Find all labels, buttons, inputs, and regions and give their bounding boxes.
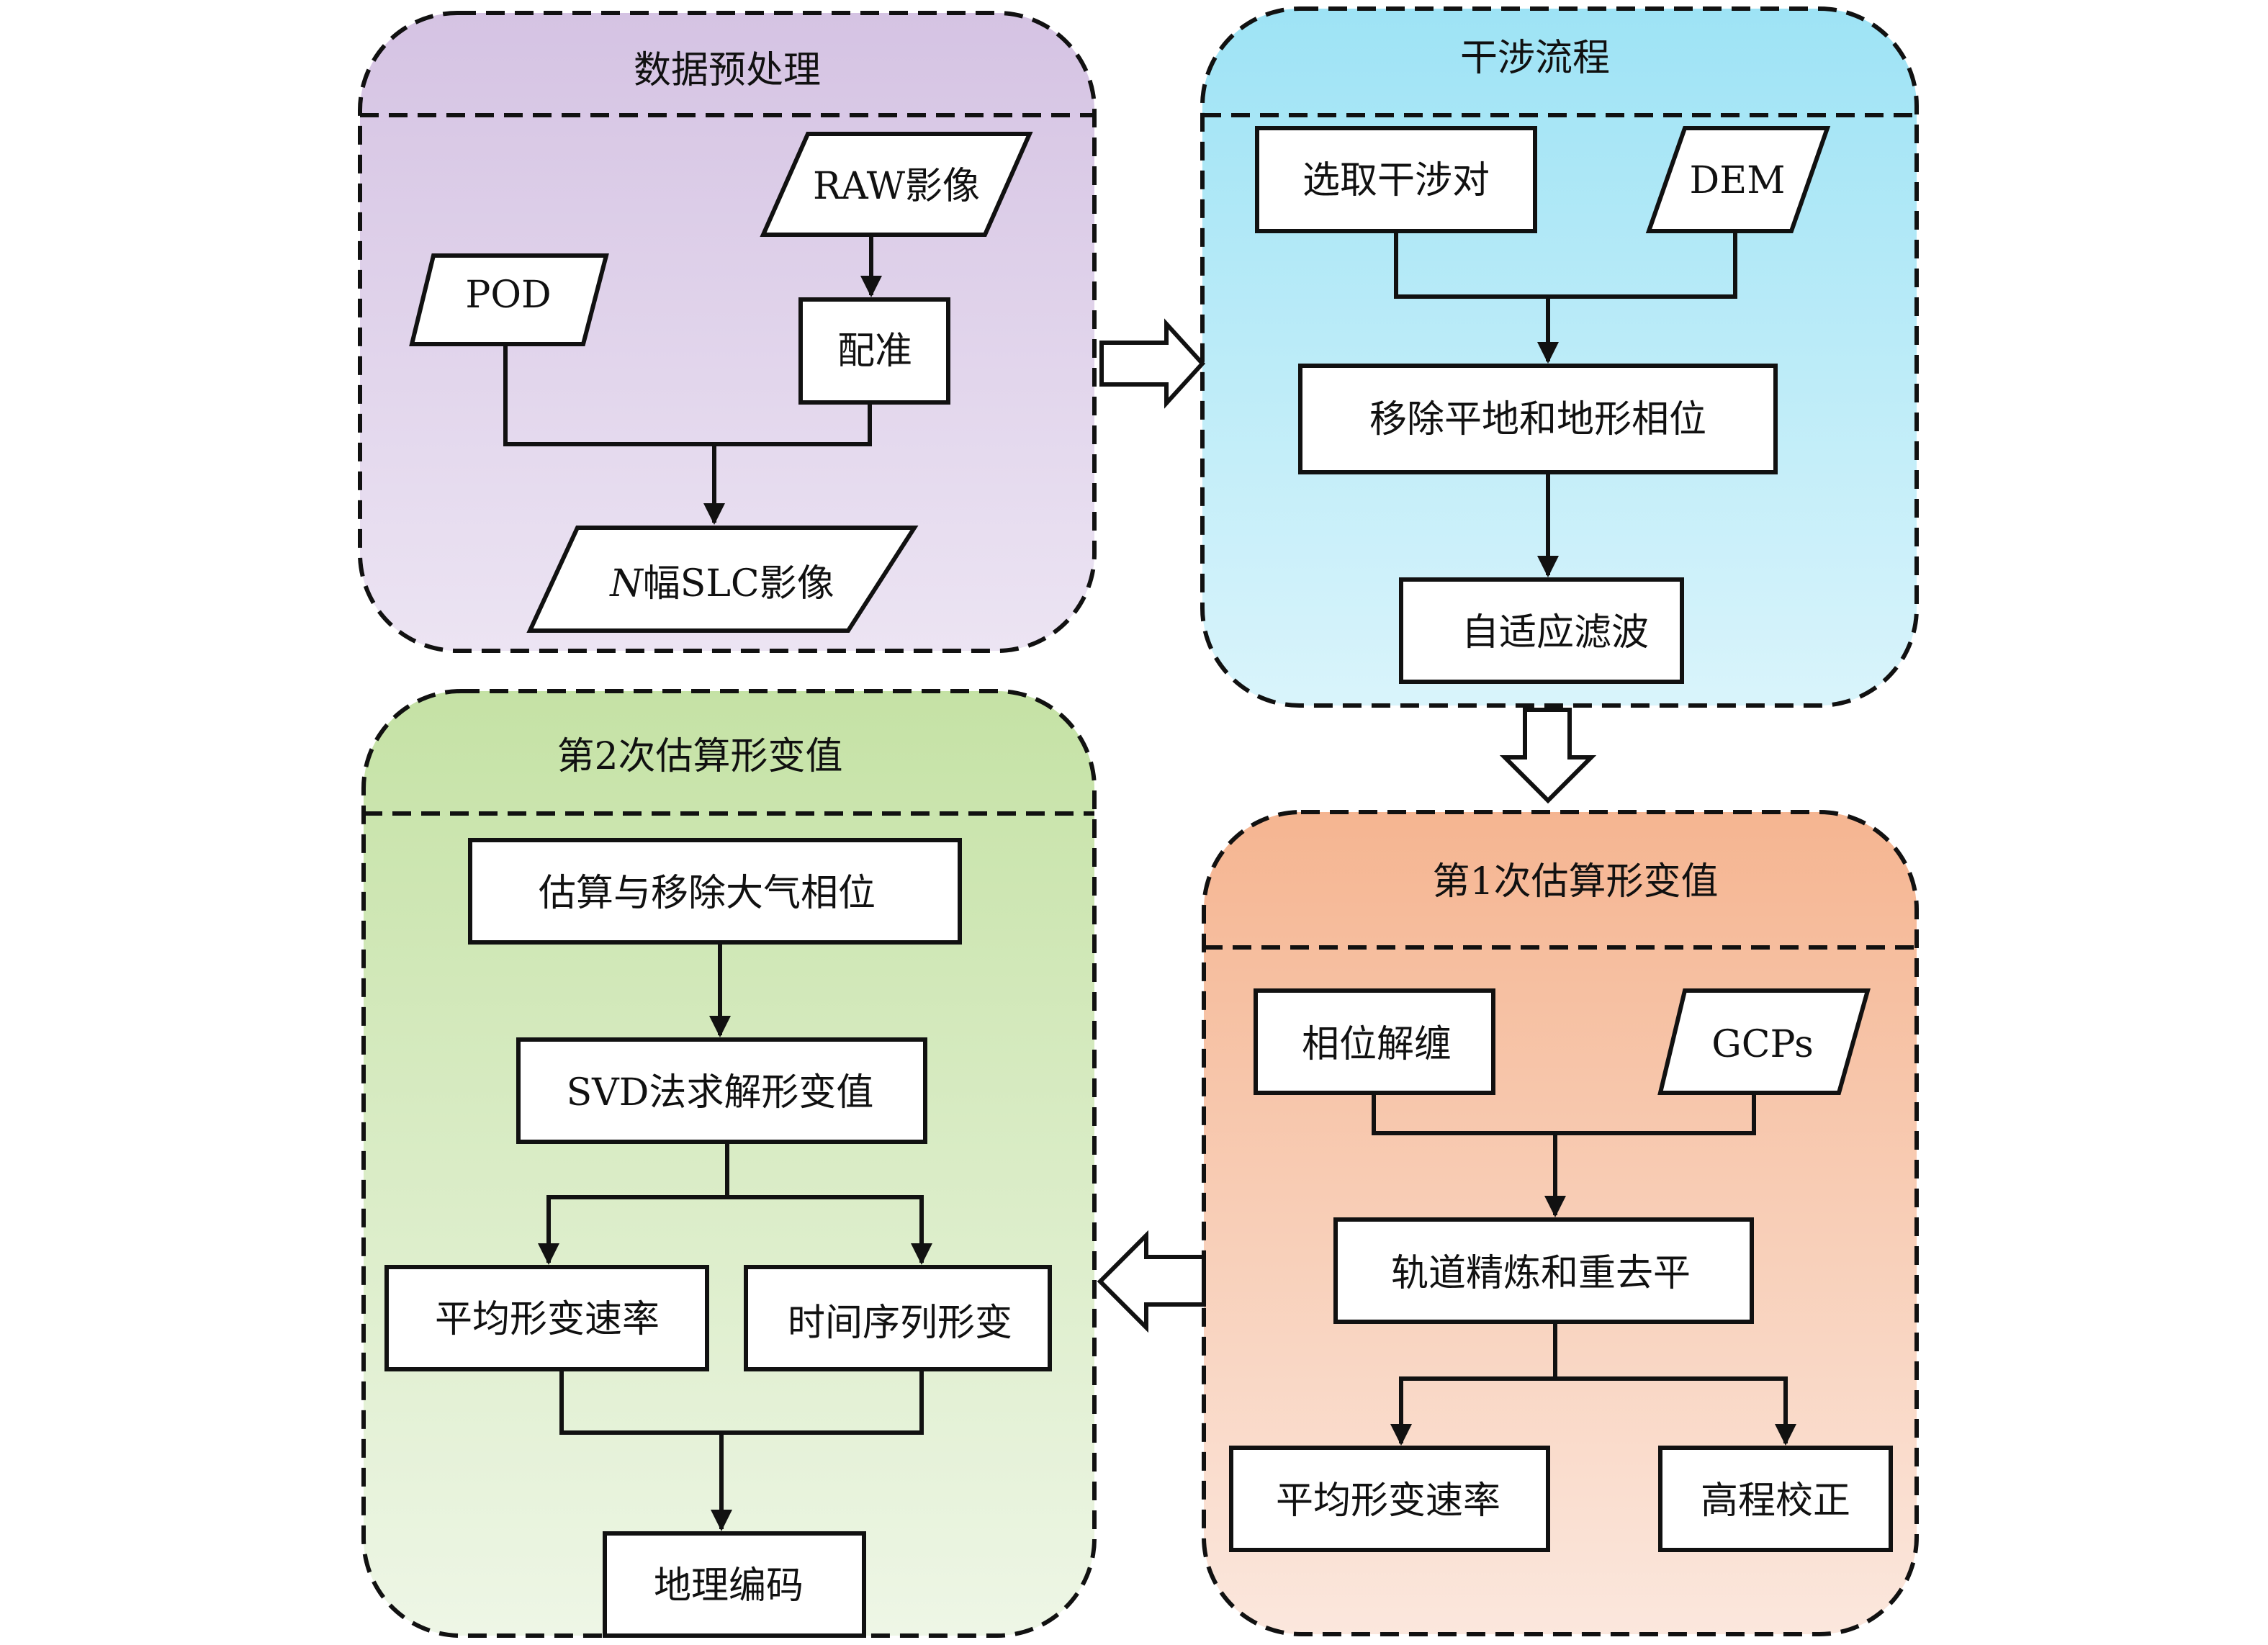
panel-first-estimate: 第1次估算形变值 相位解缠 GCPs 轨道精炼和重去平 平均形变速率 高程校正 bbox=[1202, 810, 1919, 1636]
gcps-node bbox=[1657, 988, 1871, 1095]
pod-register-merge-line bbox=[503, 344, 872, 446]
adaptive-filter-label: 自适应滤波 bbox=[1462, 611, 1649, 654]
block-arrow-right bbox=[1099, 318, 1206, 409]
adaptive-filter-node bbox=[1399, 577, 1684, 684]
select-pair-label: 选取干涉对 bbox=[1302, 159, 1490, 202]
dem-node bbox=[1645, 126, 1831, 233]
svd-to-time-series-arrow bbox=[727, 1195, 932, 1265]
raw-image-node bbox=[760, 132, 1033, 237]
panel-preprocess: 数据预处理 RAW影像 POD 配准 N幅SLC影像 bbox=[358, 11, 1097, 653]
pod-node bbox=[409, 253, 609, 346]
mean-rate-node-2 bbox=[384, 1265, 709, 1371]
remove-phase-label: 移除平地和地形相位 bbox=[1369, 398, 1706, 441]
panel-first-estimate-border bbox=[1202, 810, 1919, 1636]
slc-count-symbol: N bbox=[608, 562, 644, 605]
orbit-refine-node bbox=[1333, 1217, 1754, 1324]
panel-preprocess-border bbox=[358, 11, 1097, 653]
register-label: 配准 bbox=[837, 330, 912, 373]
block-arrow-down bbox=[1499, 708, 1597, 804]
time-series-node bbox=[744, 1265, 1052, 1371]
unwrap-label: 相位解缠 bbox=[1302, 1023, 1452, 1066]
slc-images-text: 幅SLC影像 bbox=[643, 562, 834, 605]
atmo-phase-node bbox=[468, 838, 962, 945]
panel-second-estimate-title: 第2次估算形变值 bbox=[557, 735, 842, 778]
panel-interferometry: 干涉流程 选取干涉对 DEM 移除平地和地形相位 自适应滤波 bbox=[1200, 6, 1919, 708]
outputs-merge-line bbox=[559, 1369, 924, 1435]
panel-interferometry-border bbox=[1200, 6, 1919, 708]
geocode-label: 地理编码 bbox=[654, 1564, 804, 1608]
slc-images-node bbox=[526, 526, 919, 633]
pair-dem-merge-line bbox=[1394, 231, 1737, 299]
orbit-refine-label: 轨道精炼和重去平 bbox=[1391, 1252, 1691, 1295]
unwrap-node bbox=[1254, 988, 1495, 1095]
panel-first-estimate-title: 第1次估算形变值 bbox=[1432, 860, 1718, 903]
svd-label: SVD法求解形变值 bbox=[567, 1071, 874, 1114]
time-series-label: 时间序列形变 bbox=[788, 1302, 1012, 1345]
mean-rate-label-2: 平均形变速率 bbox=[435, 1298, 660, 1341]
height-correct-label: 高程校正 bbox=[1701, 1479, 1850, 1523]
orbit-to-height-correct-arrow bbox=[1555, 1376, 1796, 1446]
remove-phase-node bbox=[1298, 364, 1778, 474]
pod-label: POD bbox=[465, 274, 551, 317]
orbit-to-mean-rate-arrow bbox=[1390, 1376, 1555, 1446]
register-node bbox=[798, 297, 950, 405]
height-correct-node bbox=[1658, 1446, 1893, 1552]
svd-to-mean-rate-arrow bbox=[538, 1195, 727, 1265]
panel-second-estimate: 第2次估算形变值 估算与移除大气相位 SVD法求解形变值 平均形变速率 时间序列… bbox=[361, 689, 1097, 1638]
gcps-label: GCPs bbox=[1711, 1023, 1814, 1066]
mean-rate-label-1: 平均形变速率 bbox=[1276, 1479, 1500, 1523]
block-arrow-left bbox=[1097, 1230, 1206, 1333]
slc-images-label: N幅SLC影像 bbox=[608, 562, 834, 605]
mean-rate-node-1 bbox=[1229, 1446, 1550, 1552]
unwrap-gcps-merge-line bbox=[1372, 1093, 1756, 1135]
geocode-node bbox=[603, 1531, 866, 1638]
raw-image-label: RAW影像 bbox=[813, 165, 980, 208]
svd-node bbox=[516, 1037, 927, 1144]
atmo-phase-label: 估算与移除大气相位 bbox=[539, 872, 876, 915]
dem-label: DEM bbox=[1690, 159, 1786, 202]
panel-interferometry-title: 干涉流程 bbox=[1460, 37, 1610, 80]
panel-preprocess-title: 数据预处理 bbox=[634, 49, 821, 92]
select-pair-node bbox=[1255, 126, 1537, 233]
